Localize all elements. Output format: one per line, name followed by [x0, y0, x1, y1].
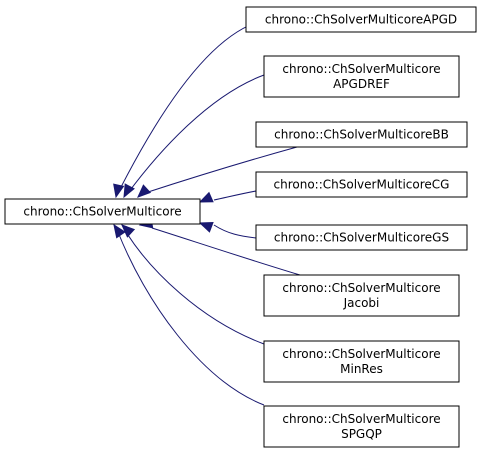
class-name-line: chrono::ChSolverMulticoreCG	[274, 178, 450, 192]
derived-class-node-cg[interactable]: chrono::ChSolverMulticoreCG	[255, 171, 468, 198]
class-name-line: MinRes	[340, 362, 383, 376]
edge-line	[213, 190, 257, 201]
class-box	[263, 405, 460, 448]
class-name-line: Jacobi	[343, 296, 380, 310]
edge-apgdref-to-base	[123, 74, 265, 199]
class-box	[255, 224, 468, 251]
class-name-line: chrono::ChSolverMulticore	[282, 347, 440, 361]
class-box	[255, 171, 468, 198]
edge-line	[144, 146, 298, 194]
edge-bb-to-base	[137, 146, 298, 198]
class-nodes: chrono::ChSolverMulticorechrono::ChSolve…	[4, 6, 477, 448]
class-name-line: APGDREF	[333, 77, 390, 91]
arrowhead	[137, 184, 152, 198]
class-box	[263, 340, 460, 383]
class-name-line: chrono::ChSolverMulticore	[23, 205, 181, 219]
class-name-line: chrono::ChSolverMulticore	[282, 412, 440, 426]
edge-gs-to-base	[198, 222, 257, 239]
edge-line	[117, 231, 265, 406]
arrowhead	[113, 223, 126, 239]
base-class-node[interactable]: chrono::ChSolverMulticore	[4, 198, 201, 225]
arrowhead	[198, 191, 214, 203]
edge-apgd-to-base	[113, 18, 273, 199]
edge-line	[125, 231, 265, 345]
derived-class-node-apgd[interactable]: chrono::ChSolverMulticoreAPGD	[245, 6, 477, 33]
derived-class-node-gs[interactable]: chrono::ChSolverMulticoreGS	[255, 224, 468, 251]
edge-line	[127, 74, 265, 194]
class-name-line: SPGQP	[341, 427, 382, 441]
edge-minres-to-base	[121, 224, 265, 345]
class-name-line: chrono::ChSolverMulticore	[282, 281, 440, 295]
class-name-line: chrono::ChSolverMulticoreBB	[274, 128, 449, 142]
class-box	[263, 274, 460, 317]
class-box	[4, 198, 201, 225]
arrowhead	[198, 222, 214, 233]
arrowhead	[113, 183, 125, 199]
edge-cg-to-base	[198, 190, 257, 203]
class-name-line: chrono::ChSolverMulticore	[282, 62, 440, 76]
class-name-line: chrono::ChSolverMulticoreGS	[274, 231, 449, 245]
arrowhead	[121, 224, 136, 238]
arrowhead	[123, 183, 135, 199]
inheritance-edges	[113, 18, 301, 406]
class-box	[245, 6, 477, 33]
edge-line	[117, 18, 273, 194]
edge-line	[213, 224, 257, 239]
class-box	[255, 121, 468, 148]
derived-class-node-bb[interactable]: chrono::ChSolverMulticoreBB	[255, 121, 468, 148]
class-name-line: chrono::ChSolverMulticoreAPGD	[265, 13, 457, 27]
edge-line	[151, 227, 301, 276]
edge-spgqp-to-base	[113, 223, 265, 406]
class-box	[263, 55, 460, 98]
